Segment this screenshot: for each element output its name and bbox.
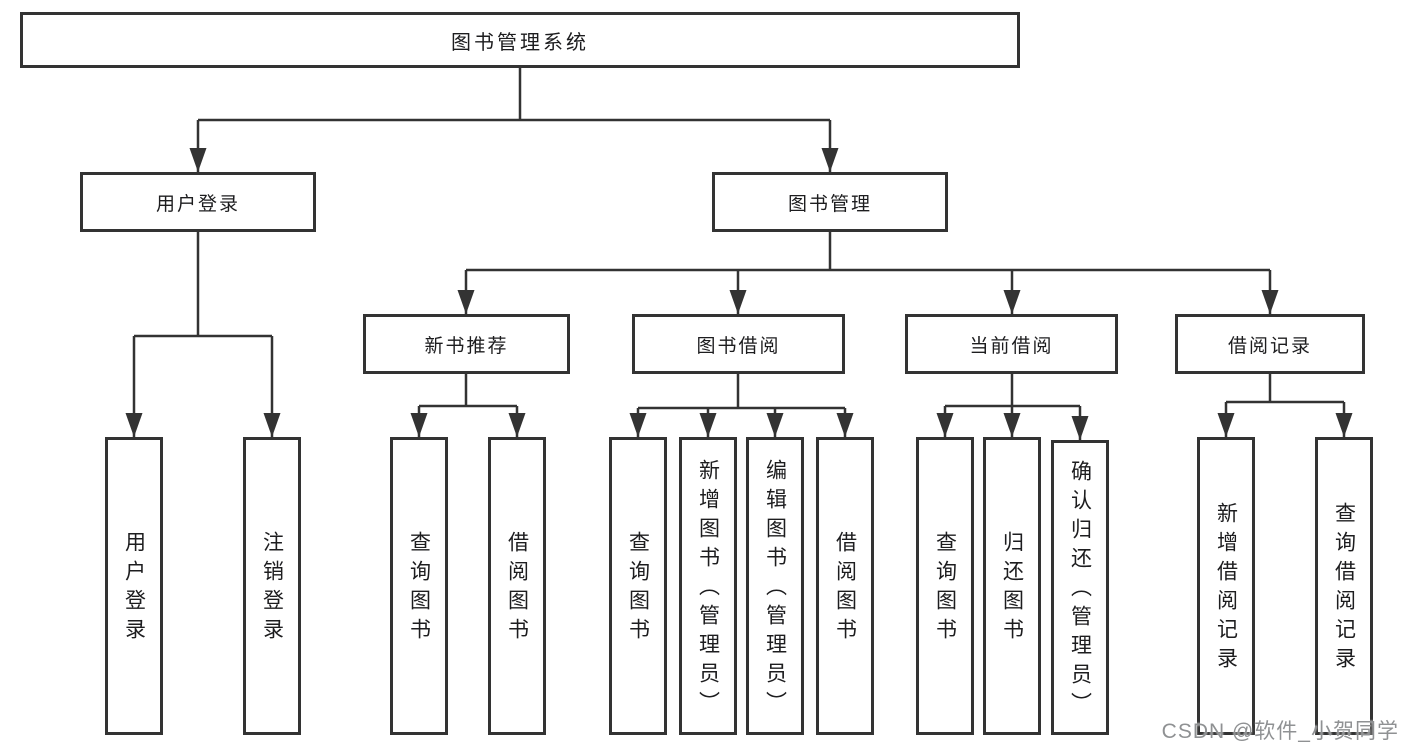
leaf-user-login: 用户登录 [105,437,163,735]
leaf-query-books-3: 查询图书 [916,437,974,735]
leaf-borrow-books-2: 借阅图书 [816,437,874,735]
csdn-watermark: CSDN @软件_小贺同学 [1161,720,1399,743]
leaf-query-books: 查询图书 [390,437,448,735]
node-current-borrow: 当前借阅 [905,314,1118,374]
leaf-query-books-2: 查询图书 [609,437,667,735]
node-user-login: 用户登录 [80,172,316,232]
node-library-management-system: 图书管理系统 [20,12,1020,68]
leaf-query-borrow-record: 查询借阅记录 [1315,437,1373,735]
leaf-borrow-books: 借阅图书 [488,437,546,735]
leaf-add-borrow-record: 新增借阅记录 [1197,437,1255,735]
leaf-return-books: 归还图书 [983,437,1041,735]
node-borrow-records: 借阅记录 [1175,314,1365,374]
leaf-add-books-admin: 新增图书（管理员） [679,437,737,735]
leaf-edit-books-admin: 编辑图书（管理员） [746,437,804,735]
leaf-logout: 注销登录 [243,437,301,735]
node-book-management: 图书管理 [712,172,948,232]
node-book-borrow: 图书借阅 [632,314,845,374]
leaf-confirm-return-admin: 确认归还（管理员） [1051,440,1109,735]
node-new-book-recommend: 新书推荐 [363,314,570,374]
